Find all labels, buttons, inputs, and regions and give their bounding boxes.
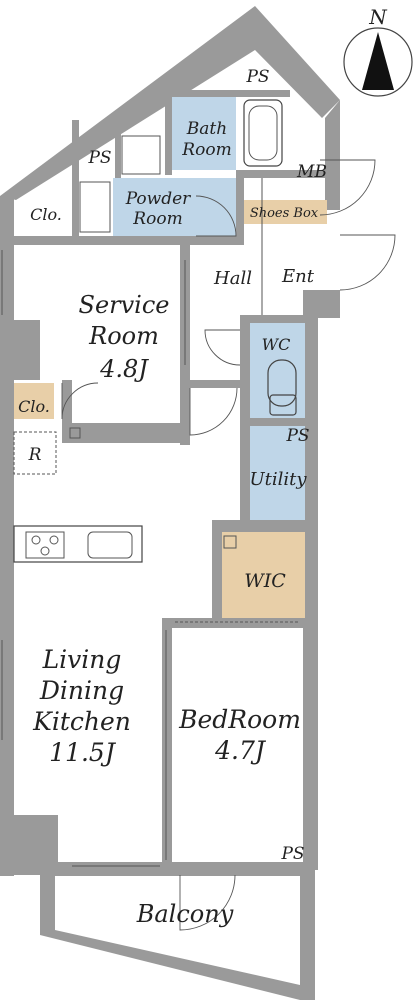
wc-label: WC [262,335,291,354]
toilet [267,359,297,407]
service-room-label-2: Room [88,322,159,350]
bath-room-label-1: Bath [186,119,227,139]
closet-left-area [14,383,54,419]
wall-bath-north [165,90,290,97]
washbasin [79,181,111,233]
ps-top-label: PS [245,67,269,87]
ldk-label-1: Living [42,645,122,674]
bathtub [243,99,283,167]
refrigerator-label: R [28,445,42,465]
compass-label: N [368,5,388,29]
wic-column [223,535,237,549]
west-wall-pier [0,320,40,380]
closet-left-label: Clo. [18,397,50,416]
powder-room-label-1: Powder [125,189,191,209]
balcony-east-rail [300,870,315,1000]
stove [25,531,65,559]
wall-wic-west [212,520,222,620]
wall-hall-step [190,380,245,388]
shoes-box-label: Shoes Box [250,206,319,221]
wall-powder-east [236,178,244,238]
entrance-label: Ent [281,266,315,287]
refrigerator-space [13,431,57,475]
balcony-west-rail [40,862,55,935]
ps-left-label: PS [87,148,111,168]
entrance-door-swing [339,234,396,291]
ldk-label-3: Kitchen [32,707,131,736]
balcony-door-swing [179,874,236,931]
closet-door-swing [61,382,99,420]
south-wall [40,862,315,876]
wall-ldk-bedroom [162,618,172,868]
ps-bedroom-label: PS [280,844,304,864]
wall-bath-south [236,170,326,178]
bath-room-area [172,97,236,170]
hall-door-swing [189,387,238,436]
wall-wic-south [165,618,308,628]
utility-label: Utility [249,469,307,490]
bathtub-inner [248,105,278,161]
ps-box-service [69,427,81,439]
burner-2 [49,535,59,545]
room-labels: PS Bath Room PS MB Powder Room Clo. Shoe… [18,67,327,928]
wall-wc-utility [240,418,308,426]
balcony-south-rail [40,930,300,1000]
ps-shaft-top [121,135,161,175]
powder-room-label-2: Room [132,209,182,229]
northeast-wall [325,100,340,160]
compass-circle [343,27,413,97]
service-room-label-1: Service [79,291,170,319]
wall-utility-wic [212,520,308,532]
balcony-label: Balcony [136,900,234,928]
wall-above-service-room [14,236,244,245]
east-wall-corner [318,290,340,318]
mb-label: MB [296,162,327,182]
east-wall-lower [303,290,318,870]
ldk-label-2: Dining [39,676,124,705]
mb-door-swing [319,159,376,216]
wall-wc-west [240,315,250,520]
kitchen-counter [13,525,143,563]
powder-door-swing [195,195,237,237]
hall-label: Hall [213,268,252,289]
ps-wc-label: PS [285,426,309,446]
shoes-box-area [244,200,327,224]
north-compass: N [343,5,413,97]
ldk-size: 11.5J [49,738,117,767]
burner-1 [31,535,41,545]
burner-3 [40,546,50,556]
wall-closet-powder [72,120,79,236]
powder-room-area [113,178,236,236]
fixtures [13,99,297,563]
east-wall-upper [325,160,340,210]
wall-service-south [62,423,190,443]
service-room-size: 4.8J [99,355,149,383]
wall-wc-north [240,315,308,323]
bedroom-size: 4.7J [214,736,267,765]
bedroom-label: BedRoom [178,705,301,734]
wall-powder-bath [165,95,172,175]
wic-label: WIC [244,570,286,592]
room-fills [14,97,327,618]
kitchen-sink [87,531,133,559]
wc-door-swing [204,329,241,366]
wall-clo-east [62,380,72,440]
closet-top-label: Clo. [30,205,62,224]
utility-area [250,426,305,520]
doors [1,159,396,931]
toilet-tank [269,394,297,416]
bath-room-label-2: Room [181,140,231,160]
north-arrow-icon [362,32,394,90]
